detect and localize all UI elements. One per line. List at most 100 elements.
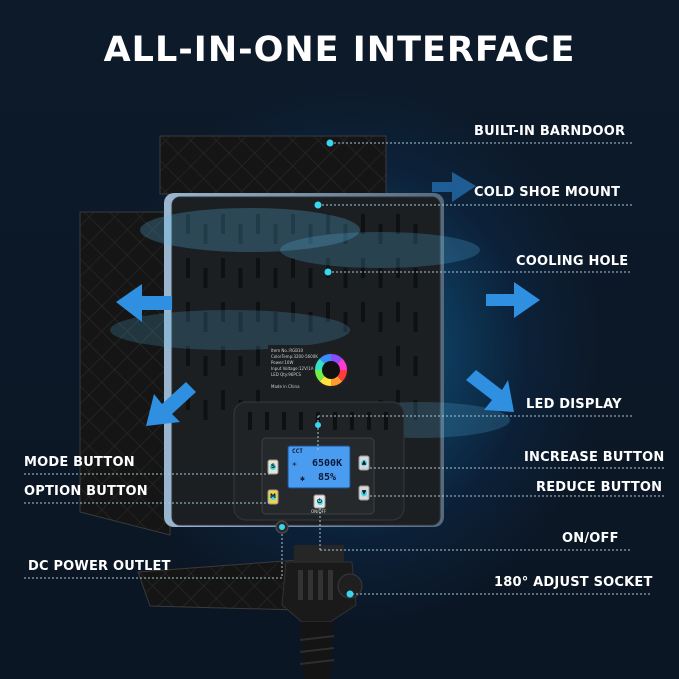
vent-slot xyxy=(238,268,243,288)
vent-slot xyxy=(308,268,313,288)
vent-slot xyxy=(343,224,348,244)
label-cold-shoe-mount: COLD SHOE MOUNT xyxy=(474,185,621,200)
vent-slot xyxy=(221,346,225,366)
label-cooling-hole: COOLING HOLE xyxy=(516,254,629,269)
vent-slot xyxy=(273,224,278,244)
vent-slot xyxy=(378,312,383,332)
vent-slot xyxy=(384,412,388,430)
vent-slot xyxy=(186,302,190,322)
vent-slot xyxy=(203,356,208,376)
barndoor-top xyxy=(159,135,387,195)
vent-slot xyxy=(350,412,354,430)
vent-slot xyxy=(203,224,208,244)
vent-slot xyxy=(333,412,337,430)
vent-slot xyxy=(221,214,225,234)
vent-slot xyxy=(413,312,418,332)
lcd-screen xyxy=(287,445,351,489)
vent-slot xyxy=(238,356,243,376)
vent-slot xyxy=(378,356,383,376)
vent-slot xyxy=(273,312,278,332)
vent-slot xyxy=(248,412,252,430)
vent-slot xyxy=(326,214,330,234)
vent-slot xyxy=(256,258,260,278)
vent-slot xyxy=(396,214,400,234)
vent-slot xyxy=(378,224,383,244)
label-led-display: LED DISPLAY xyxy=(526,397,622,412)
increase-button[interactable]: ▲ xyxy=(359,458,369,467)
cooling-vents xyxy=(186,214,418,420)
vent-slot xyxy=(291,258,295,278)
vent-slot xyxy=(396,302,400,322)
vent-slot xyxy=(186,390,190,410)
spec-line: Made in China xyxy=(271,384,300,389)
arrow-right-lower xyxy=(466,370,514,412)
power-caption: ON/OFF xyxy=(311,509,327,514)
vent-slot xyxy=(396,258,400,278)
vent-slot xyxy=(396,346,400,366)
option-button[interactable]: M xyxy=(270,493,276,500)
spec-line: Input Voltage:12V/1A xyxy=(271,366,314,371)
vent-slot xyxy=(361,302,365,322)
vent-slot xyxy=(256,346,260,366)
vent-slot xyxy=(413,268,418,288)
vent-slot xyxy=(273,268,278,288)
lcd-temperature: 6500K xyxy=(312,458,343,469)
vent-slot xyxy=(308,224,313,244)
label-mode-button: MODE BUTTON xyxy=(24,455,135,470)
vent-slot xyxy=(265,412,269,430)
vent-slot xyxy=(238,312,243,332)
arrow-left-upper xyxy=(116,284,172,322)
vent-slot xyxy=(326,258,330,278)
spec-line: Power:10W xyxy=(271,360,294,365)
vent-slot xyxy=(238,224,243,244)
vent-slot xyxy=(299,412,303,430)
vent-slot xyxy=(256,302,260,322)
page-title: ALL-IN-ONE INTERFACE xyxy=(103,30,576,70)
mode-button[interactable]: S xyxy=(270,463,276,470)
vent-slot xyxy=(221,258,225,278)
vent-slot xyxy=(413,224,418,244)
vent-slot xyxy=(291,302,295,322)
label-reduce-button: REDUCE BUTTON xyxy=(536,480,663,495)
barndoor-left xyxy=(79,211,171,536)
vent-slot xyxy=(361,214,365,234)
minus-icon: ▼ xyxy=(361,489,367,496)
vent-slot xyxy=(343,268,348,288)
label-option-button: OPTION BUTTON xyxy=(24,484,148,499)
power-icon: ⏻ xyxy=(317,498,322,505)
vent-slot xyxy=(378,268,383,288)
lcd-sun-icon: ☀ xyxy=(292,460,297,469)
reduce-button[interactable]: ▼ xyxy=(359,488,369,497)
vent-slot xyxy=(256,390,260,410)
vent-slot xyxy=(203,268,208,288)
power-button[interactable]: ⏻ xyxy=(314,497,325,506)
lcd-brightness: 85% xyxy=(318,472,337,483)
arrow-right-upper xyxy=(432,172,476,202)
vent-slot xyxy=(291,214,295,234)
vent-slot xyxy=(186,346,190,366)
spec-line: ColorTemp:3200-5600K xyxy=(271,354,318,359)
lcd-mode: CCT xyxy=(292,448,303,455)
label-adjust-socket: 180° ADJUST SOCKET xyxy=(494,575,653,590)
vent-slot xyxy=(413,400,418,420)
vent-slot xyxy=(326,302,330,322)
vent-slot xyxy=(396,390,400,410)
vent-slot xyxy=(343,312,348,332)
spec-line: LED Qty:96PCS xyxy=(271,372,302,377)
vent-slot xyxy=(361,258,365,278)
vent-slot xyxy=(256,214,260,234)
label-dc-power-outlet: DC POWER OUTLET xyxy=(28,559,171,574)
lcd-brightness-icon: ✱ xyxy=(300,474,305,483)
arrow-right xyxy=(486,282,540,318)
callout-dots xyxy=(270,139,367,598)
leader-lines xyxy=(24,142,665,595)
vent-slot xyxy=(186,214,190,234)
vent-slot xyxy=(282,412,286,430)
vent-slot xyxy=(413,356,418,376)
vent-slot xyxy=(186,258,190,278)
plus-icon: ▲ xyxy=(361,459,367,466)
vent-slot xyxy=(203,400,208,420)
vent-slot xyxy=(308,312,313,332)
